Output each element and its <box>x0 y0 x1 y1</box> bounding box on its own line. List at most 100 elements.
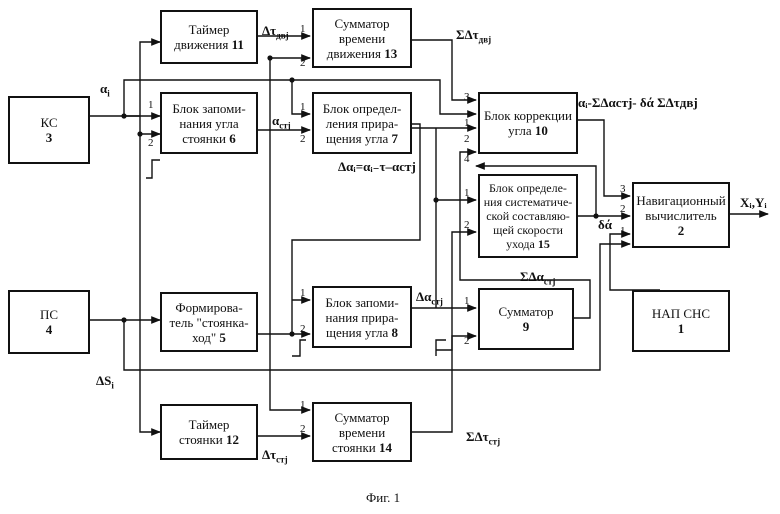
b14-line-2: стоянки <box>332 440 376 455</box>
label-sum-dt-stj: ΣΔτстj <box>466 430 500 449</box>
b6-line-2-wrap: стоянки 6 <box>182 131 236 146</box>
label-alpha-i-sub: i <box>107 89 110 99</box>
port-b2-3: 3 <box>620 184 626 195</box>
b13-line-2: движения <box>327 46 381 61</box>
b15-line-4-wrap: ухода 15 <box>506 237 550 251</box>
b12-line-1: стоянки <box>179 432 223 447</box>
b1-line-0: НАП СНС <box>652 306 710 321</box>
b15-line-3: щей скорости <box>493 223 563 237</box>
b2-line-0: Навигационный <box>636 193 725 208</box>
pulse-glyph-1 <box>146 160 160 178</box>
b13-line-1: времени <box>339 31 385 46</box>
label-dt-dvj: Δτдвj <box>262 24 289 43</box>
b8-line-0: Блок запоми- <box>325 295 398 310</box>
b2-num: 2 <box>678 223 685 238</box>
b8-num: 8 <box>392 325 399 340</box>
b15-line-4: ухода <box>506 237 535 251</box>
b5-line-2: ход" <box>192 330 216 345</box>
block-ps-line: ПС <box>40 307 58 322</box>
port-b15-2: 2 <box>464 220 470 231</box>
label-sum-dt-stj-sub: стj <box>489 437 500 447</box>
pulse-glyph-2 <box>292 340 306 356</box>
label-sum-dt-stj-base: ΣΔτ <box>466 429 489 444</box>
label-d-alpha-stj: Δαстj <box>416 290 443 309</box>
label-drift-delta: δά <box>598 218 612 232</box>
label-xy-output: Xᵢ,Yᵢ <box>740 196 767 210</box>
block-angle-memory-stop: Блок запоми- нания угла стоянки 6 <box>160 92 258 154</box>
b6-line-1: нания угла <box>179 116 238 131</box>
b5-num: 5 <box>219 330 226 345</box>
label-ds-i: ΔSi <box>96 374 114 393</box>
block-ks-num: 3 <box>46 130 53 145</box>
b10-line-0: Блок коррекции <box>484 108 572 123</box>
b12-line-1-wrap: стоянки 12 <box>179 432 239 447</box>
b2-line-1: вычислитель <box>645 208 716 223</box>
port-b15-1: 1 <box>464 188 470 199</box>
label-sum-d-alpha-stj: ΣΔαстj <box>520 270 555 289</box>
b11-line-1: движения <box>174 37 228 52</box>
b15-line-2: ской составляю- <box>486 209 570 223</box>
b7-line-2-wrap: щения угла 7 <box>326 131 398 146</box>
block-timer-motion: Таймер движения 11 <box>160 10 258 64</box>
b10-line-1: угла <box>508 123 531 138</box>
label-ds-i-sub: i <box>111 381 114 391</box>
label-dt-dvj-sub: двj <box>276 31 288 41</box>
label-alpha-i: αi <box>100 82 110 101</box>
b14-line-1: времени <box>339 425 385 440</box>
b11-line-1-wrap: движения 11 <box>174 37 244 52</box>
label-dt-stj: Δτстj <box>262 448 288 467</box>
label-dt-stj-base: Δτ <box>262 447 276 462</box>
b7-line-2: щения угла <box>326 131 388 146</box>
block-ps: ПС 4 <box>8 290 90 354</box>
port-b6-1: 1 <box>148 100 154 111</box>
b1-num: 1 <box>678 321 685 336</box>
label-d-alpha-formula: Δαᵢ=αᵢ₋τ–αстj <box>338 160 416 174</box>
block-navigation-computer: Навигационный вычислитель 2 <box>632 182 730 248</box>
port-b6-2: 2 <box>148 138 154 149</box>
port-b10-1: 1 <box>464 118 470 129</box>
b6-line-2: стоянки <box>182 131 226 146</box>
b15-line-0: Блок определе- <box>489 181 567 195</box>
label-alpha-stj-sub: стj <box>279 121 290 131</box>
port-b14-1: 1 <box>300 400 306 411</box>
port-b2-1: 1 <box>620 226 626 237</box>
b14-out <box>412 232 476 432</box>
port-b14-2: 2 <box>300 424 306 435</box>
b12-num: 12 <box>226 432 239 447</box>
block-motion-time-summator: Сумматор времени движения 13 <box>312 8 412 68</box>
port-b8-1: 1 <box>300 288 306 299</box>
b15-num: 15 <box>538 237 550 251</box>
block-angle-correction: Блок коррекции угла 10 <box>478 92 578 154</box>
pulse-bus-left <box>140 116 160 432</box>
b11-num: 11 <box>232 37 244 52</box>
port-b9-2: 2 <box>464 336 470 347</box>
figure-caption: Фиг. 1 <box>366 490 400 506</box>
label-ds-i-base: ΔS <box>96 373 111 388</box>
block-summator-9: Сумматор 9 <box>478 288 574 350</box>
label-sum-dt-dvj-base: ΣΔτ <box>456 27 479 42</box>
b13-line-2-wrap: движения 13 <box>327 46 397 61</box>
b9-num: 9 <box>523 319 530 334</box>
port-b10-3: 3 <box>464 92 470 103</box>
block-angle-increment-detect: Блок определ- ления прира- щения угла 7 <box>312 92 412 154</box>
label-sum-d-alpha-stj-sub: стj <box>544 277 555 287</box>
block-stop-time-summator: Сумматор времени стоянки 14 <box>312 402 412 462</box>
b6-num: 6 <box>229 131 236 146</box>
b15-line-1: ния систематиче- <box>484 195 573 209</box>
label-dt-dvj-base: Δτ <box>262 23 276 38</box>
b12-line-0: Таймер <box>189 417 230 432</box>
b9-line-0: Сумматор <box>499 304 554 319</box>
b6-line-0: Блок запоми- <box>172 101 245 116</box>
block-ps-num: 4 <box>46 322 53 337</box>
b11-line-0: Таймер <box>189 22 230 37</box>
port-b13-1: 1 <box>300 24 306 35</box>
b14-num: 14 <box>379 440 392 455</box>
port-b10-4: 4 <box>464 154 470 165</box>
b10-line-1-wrap: угла 10 <box>508 123 548 138</box>
block-ks: КС 3 <box>8 96 90 164</box>
label-sum-d-alpha-stj-base: ΣΔα <box>520 269 544 284</box>
b14-line-2-wrap: стоянки 14 <box>332 440 392 455</box>
block-angle-increment-memory: Блок запоми- нания прира- щения угла 8 <box>312 286 412 348</box>
port-b8-2: 2 <box>300 324 306 335</box>
